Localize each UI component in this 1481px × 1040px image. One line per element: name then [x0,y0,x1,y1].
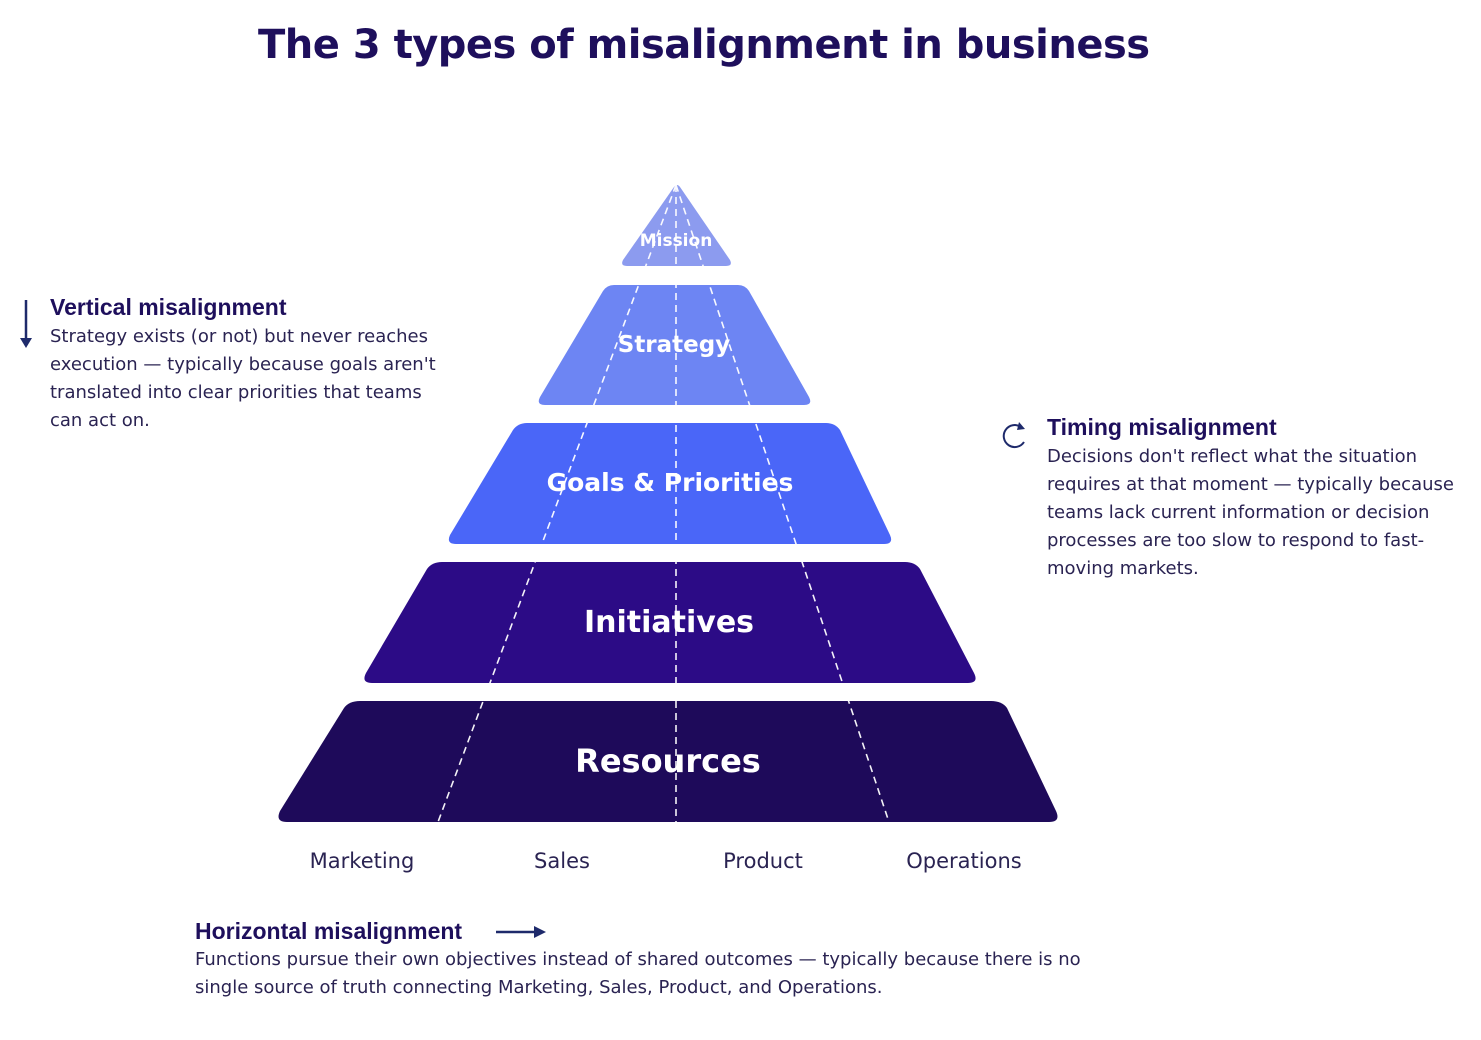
pyramid-tier-resources [278,701,1058,822]
tier-label-mission: Mission [640,231,713,251]
timing-misalignment-heading: Timing misalignment [1047,414,1277,440]
divider-product-operations [675,184,890,823]
function-label-product: Product [723,849,803,873]
tier-label-initiatives: Initiatives [584,605,754,640]
right-arrow-icon [496,926,546,938]
function-dividers [437,184,890,823]
tier-label-resources: Resources [575,742,761,780]
pyramid-tier-strategy [538,285,811,405]
tier-label-goals-priorities: Goals & Priorities [547,468,794,497]
horizontal-misalignment-description: Functions pursue their own objectives in… [195,949,1081,998]
page-title: The 3 types of misalignment in business [258,22,1150,68]
function-label-marketing: Marketing [310,849,415,873]
tier-label-strategy: Strategy [618,332,730,358]
function-label-operations: Operations [906,849,1021,873]
timing-misalignment-description: Decisions don't reflect what the situati… [1047,446,1454,579]
vertical-misalignment-description: Strategy exists (or not) but never reach… [50,326,436,431]
horizontal-misalignment-heading: Horizontal misalignment [195,918,463,944]
function-label-sales: Sales [534,849,590,873]
timing-misalignment-block: Timing misalignment Decisions don't refl… [1047,414,1467,583]
refresh-icon [1002,422,1025,449]
pyramid-tier-initiatives [364,562,976,683]
down-arrow-icon [20,300,32,348]
pyramid-tier-goals-priorities [448,423,892,544]
divider-marketing-sales [437,184,677,823]
vertical-misalignment-block: Vertical misalignment Strategy exists (o… [50,294,450,435]
horizontal-misalignment-block: Horizontal misalignment Functions pursue… [195,918,1115,1002]
vertical-misalignment-heading: Vertical misalignment [50,294,287,320]
